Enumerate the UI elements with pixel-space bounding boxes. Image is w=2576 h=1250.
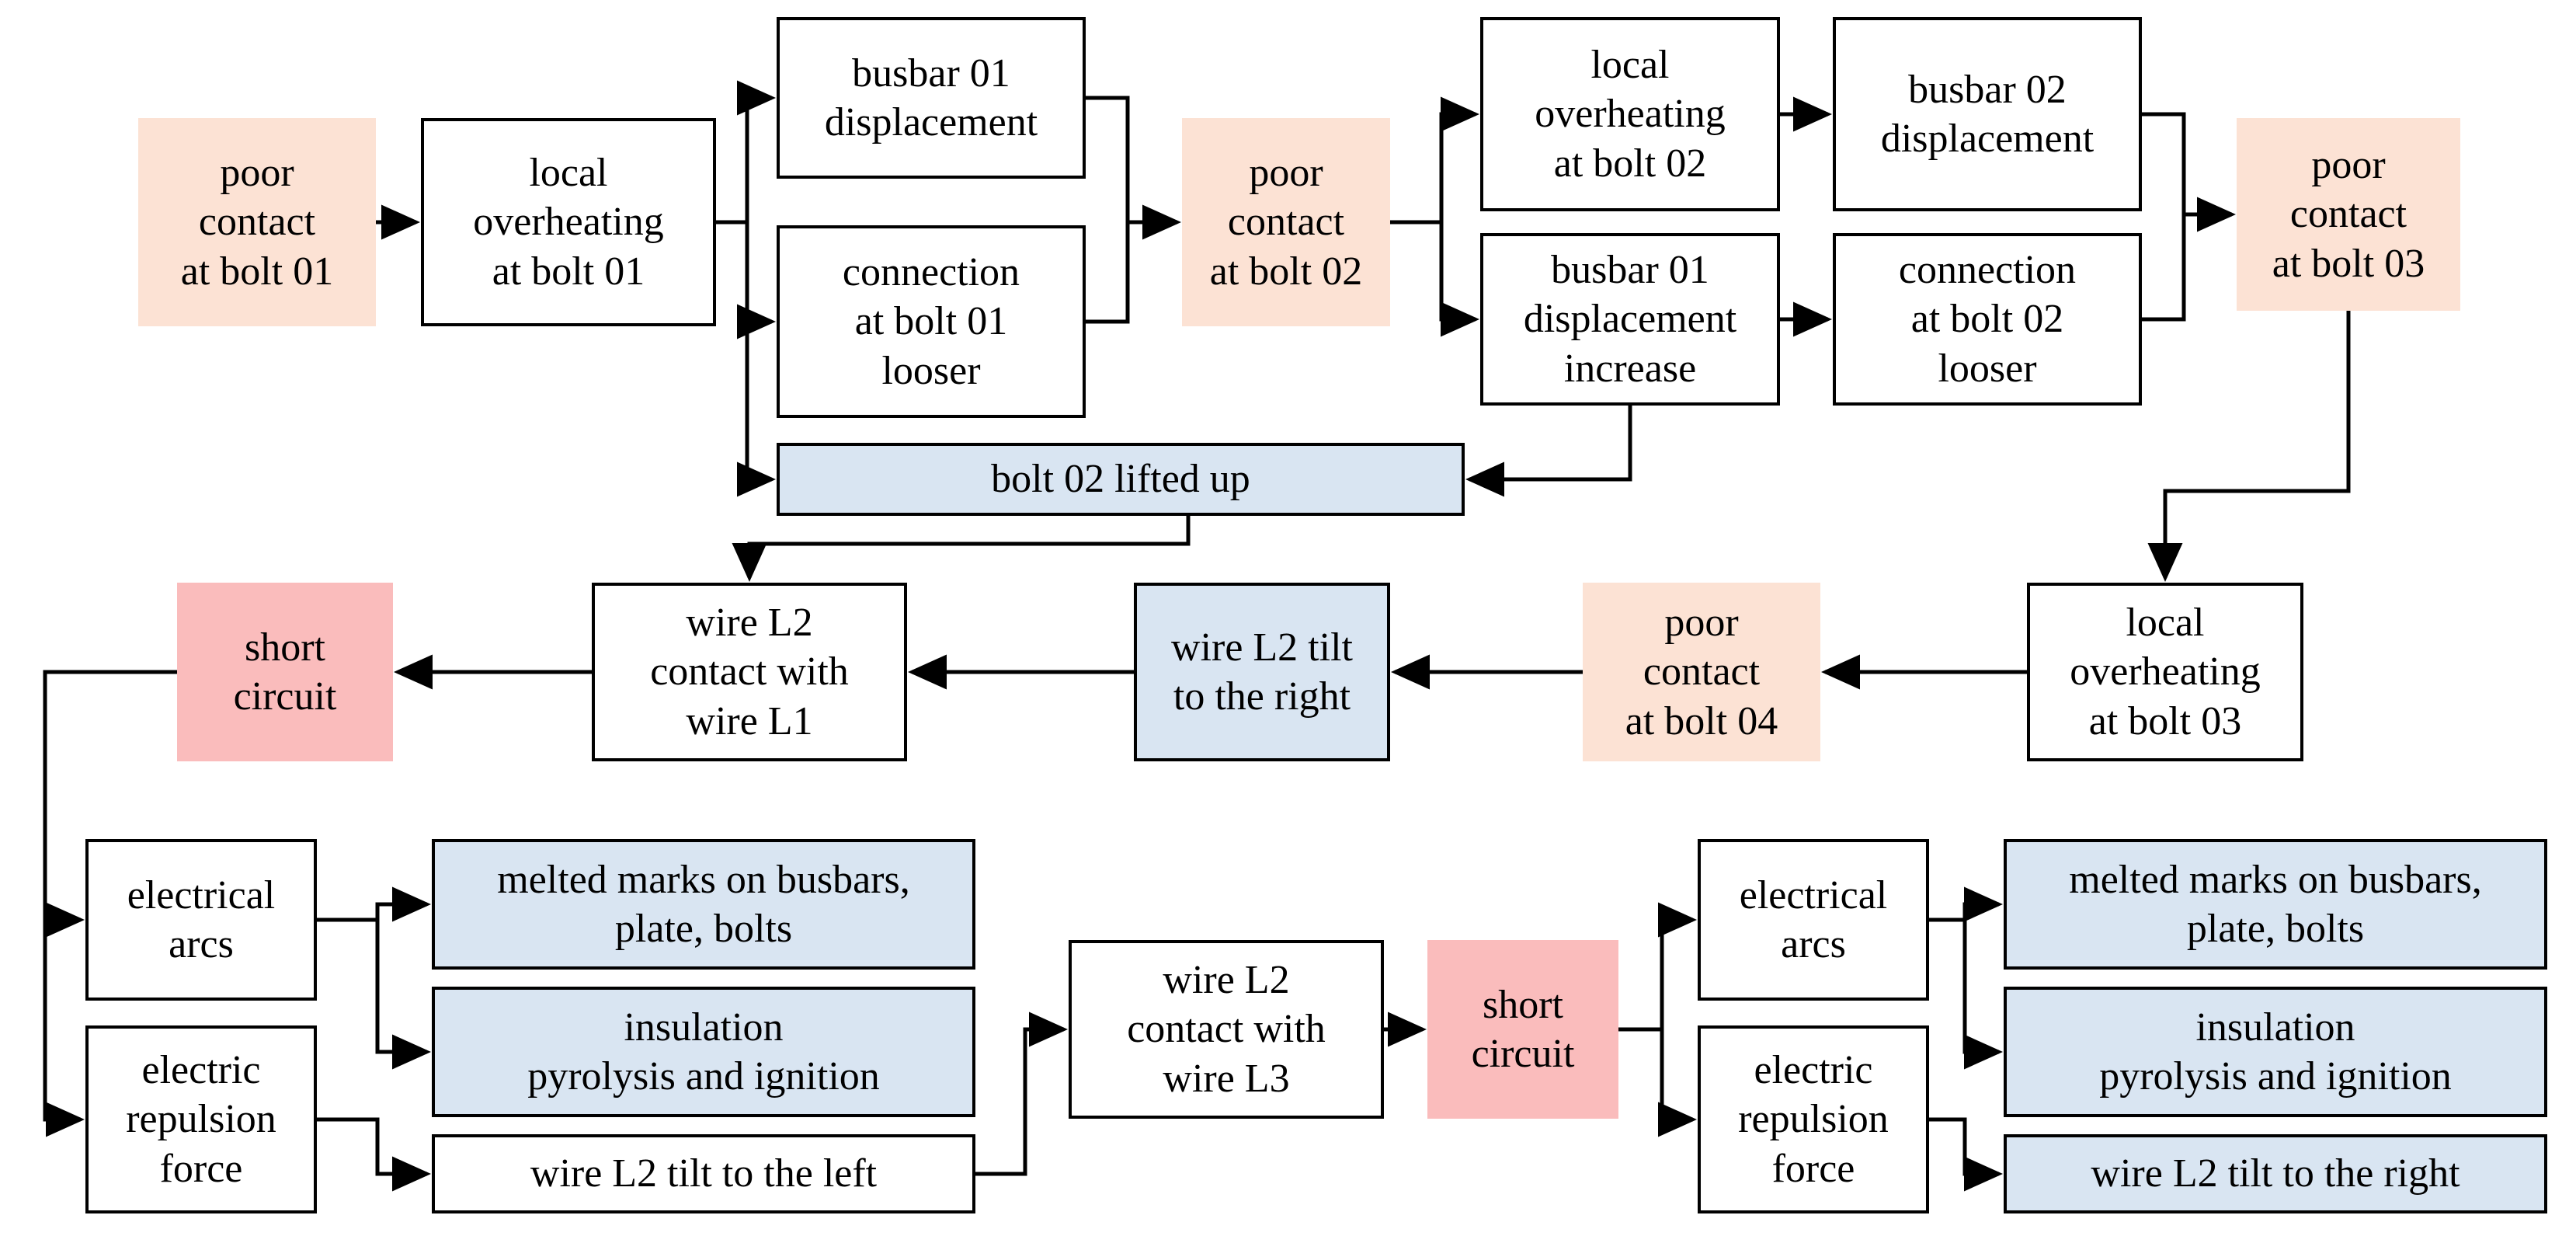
edge-bolt02lifted-to-contact-L1: [732, 516, 1191, 582]
node-melted-marks-right[interactable]: melted marks on busbars, plate, bolts: [2004, 839, 2547, 970]
node-melted-marks-left[interactable]: melted marks on busbars, plate, bolts: [432, 839, 975, 970]
edge-short-circuit-2-to-repulsion-2: [1658, 1029, 1697, 1137]
node-electric-repulsion-force-right[interactable]: electric repulsion force: [1698, 1025, 1929, 1213]
edge-connection02-to-junction: [2142, 214, 2186, 322]
node-local-overheating-bolt-03[interactable]: local overheating at bolt 03: [2027, 583, 2303, 761]
edge-arcs-to-insulation-left: [375, 920, 431, 1070]
edge-short-circuit-2-to-arcs-2: [1618, 902, 1697, 1032]
node-connection-bolt-02-looser[interactable]: connection at bolt 02 looser: [1833, 233, 2142, 406]
node-busbar-01-displacement-increase[interactable]: busbar 01 displacement increase: [1480, 233, 1780, 406]
node-wire-l2-contact-with-wire-l3[interactable]: wire L2 contact with wire L3: [1069, 940, 1384, 1119]
edge-arcs-2-to-melted-right: [1929, 886, 2003, 922]
edge-overheat01-to-busbar01disp: [716, 80, 776, 225]
edge-repulsion-to-tilt-left: [317, 1117, 431, 1192]
edge-poor03-to-overheat03: [2147, 311, 2351, 582]
node-short-circuit-right[interactable]: short circuit: [1427, 940, 1618, 1119]
edge-arcs-2-to-insulation-right: [1962, 920, 2003, 1070]
edge-tilt-left-to-contact-L3: [975, 1011, 1068, 1176]
node-short-circuit-left[interactable]: short circuit: [177, 583, 393, 761]
edge-poor02-to-busbar01inc: [1439, 222, 1479, 337]
edge-overheat01-to-bolt02lifted: [737, 222, 776, 497]
node-connection-bolt-01-looser[interactable]: connection at bolt 01 looser: [777, 225, 1086, 418]
node-wire-l2-contact-with-wire-l1[interactable]: wire L2 contact with wire L1: [592, 583, 907, 761]
node-electric-repulsion-force-left[interactable]: electric repulsion force: [85, 1025, 317, 1213]
edge-connection01-to-junction: [1086, 222, 1130, 324]
edge-poor02-to-overheat02: [1390, 96, 1479, 225]
edge-busbar02disp-to-poor03: [2142, 112, 2236, 232]
node-wire-l2-tilt-to-the-right[interactable]: wire L2 tilt to the right: [1134, 583, 1390, 761]
node-poor-contact-bolt-03[interactable]: poor contact at bolt 03: [2237, 118, 2460, 311]
edge-busbar01disp-to-poor02: [1086, 96, 1181, 240]
node-insulation-pyrolysis-right[interactable]: insulation pyrolysis and ignition: [2004, 987, 2547, 1117]
node-electrical-arcs-right[interactable]: electrical arcs: [1698, 839, 1929, 1001]
node-local-overheating-bolt-01[interactable]: local overheating at bolt 01: [421, 118, 716, 326]
edge-arcs-to-melted-left: [317, 886, 431, 922]
node-insulation-pyrolysis-left[interactable]: insulation pyrolysis and ignition: [432, 987, 975, 1117]
node-bolt-02-lifted-up[interactable]: bolt 02 lifted up: [777, 443, 1465, 516]
node-wire-l2-tilt-to-the-left[interactable]: wire L2 tilt to the left: [432, 1134, 975, 1213]
edge-repulsion-2-to-tilt-right-2: [1929, 1117, 2003, 1192]
node-local-overheating-bolt-02[interactable]: local overheating at bolt 02: [1480, 17, 1780, 211]
node-poor-contact-bolt-02[interactable]: poor contact at bolt 02: [1182, 118, 1390, 326]
node-electrical-arcs-left[interactable]: electrical arcs: [85, 839, 317, 1001]
edge-overheat01-to-connection01: [737, 222, 776, 339]
node-poor-contact-bolt-04[interactable]: poor contact at bolt 04: [1583, 583, 1820, 761]
node-busbar-02-displacement[interactable]: busbar 02 displacement: [1833, 17, 2142, 211]
node-wire-l2-tilt-to-the-right-bottom[interactable]: wire L2 tilt to the right: [2004, 1134, 2547, 1213]
node-poor-contact-bolt-01[interactable]: poor contact at bolt 01: [138, 118, 376, 326]
node-busbar-01-displacement[interactable]: busbar 01 displacement: [777, 17, 1086, 179]
edge-busbar01inc-to-bolt02lifted: [1465, 406, 1632, 497]
edge-short-circuit-to-repulsion: [43, 920, 85, 1137]
